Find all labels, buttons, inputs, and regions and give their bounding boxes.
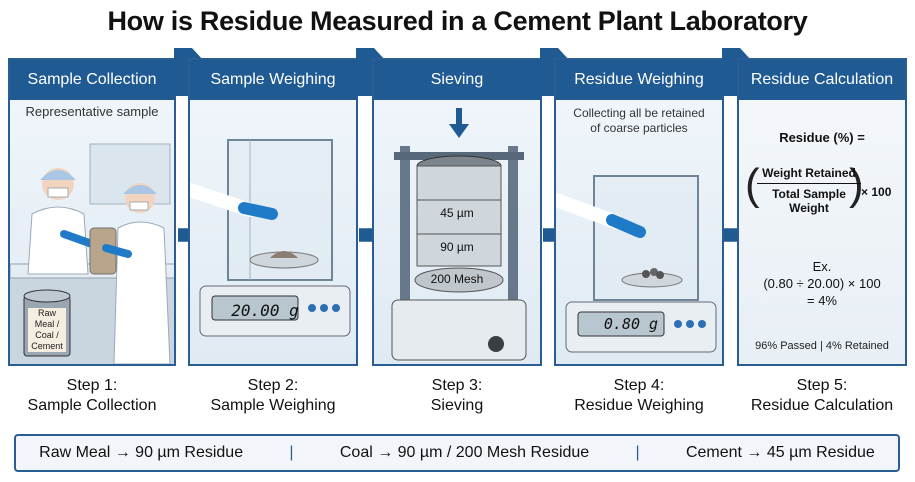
step-2-label: Step 2:Sample Weighing — [210, 377, 336, 414]
step-3-label: Step 3:Sieving — [430, 377, 484, 414]
residue-summary-bar: Raw Meal → 90 µm Residue | Coal → 90 µm … — [14, 434, 900, 472]
sieve-label-45: 45 µm — [440, 206, 474, 220]
example-label: Ex. — [812, 259, 832, 274]
formula-paren-right: ) — [849, 160, 864, 209]
panel-residue-calculation: Residue Calculation Residue (%) = ( ) We… — [737, 58, 907, 366]
formula-paren-left: ( — [745, 160, 760, 209]
page-title: How is Residue Measured in a Cement Plan… — [107, 6, 808, 36]
formula-denominator: Total Sample Weight — [772, 187, 846, 215]
analytical-balance-illustration — [190, 139, 351, 337]
panel-sample-collection: Sample Collection Representative sample … — [8, 58, 176, 366]
jar-label: Raw Meal / Coal / Cement — [28, 308, 66, 352]
summary-coal: Coal → 90 µm / 200 Mesh Residue — [339, 444, 590, 461]
panel-header: Sample Weighing — [190, 60, 356, 100]
balance-display: 0.80 g — [603, 315, 659, 333]
panel-header: Residue Weighing — [556, 60, 722, 100]
example-expression: (0.80 ÷ 20.00) × 100 — [763, 276, 881, 291]
example-calculation: Ex. (0.80 ÷ 20.00) × 100 = 4% — [739, 258, 905, 309]
step-4-label: Step 4:Residue Weighing — [574, 377, 704, 414]
analytical-balance-illustration — [556, 175, 717, 353]
sieve-label-90: 90 µm — [440, 240, 474, 254]
summary-raw-meal: Raw Meal → 90 µm Residue — [39, 444, 244, 461]
formula-fraction: Weight Retained Total Sample Weight — [757, 166, 861, 215]
fraction-bar — [757, 183, 861, 184]
panel-residue-weighing: Residue Weighing Collecting all be retai… — [554, 58, 724, 366]
sieve-label-200mesh: 200 Mesh — [430, 272, 484, 286]
panel-sieving: Sieving 45 µm 90 µm 200 Mesh — [372, 58, 542, 366]
panel-sample-weighing: Sample Weighing 20.00 g — [188, 58, 358, 366]
panel-header: Sample Collection — [10, 60, 174, 100]
example-result: = 4% — [807, 293, 837, 308]
formula-multiplier: × 100 — [861, 185, 892, 199]
summary-cement: Cement → 45 µm Residue — [685, 444, 875, 461]
panel-subtitle-line1: Collecting all be retained — [573, 106, 705, 120]
panel-header: Residue Calculation — [739, 60, 905, 100]
step-1-label: Step 1:Sample Collection — [27, 377, 157, 414]
panel-header: Sieving — [374, 60, 540, 100]
step-5-label: Step 5:Residue Calculation — [750, 377, 894, 414]
panel-subtitle-line2: of coarse particles — [590, 121, 688, 135]
summary-separator: | — [289, 444, 294, 461]
formula-numerator: Weight Retained — [762, 166, 856, 180]
panel-subtitle: Representative sample — [25, 104, 159, 119]
summary-separator: | — [635, 444, 640, 461]
pass-retain-summary: 96% Passed | 4% Retained — [755, 340, 889, 352]
balance-display: 20.00 g — [231, 301, 299, 320]
formula-title: Residue (%) = — [779, 130, 865, 145]
sieve-shaker-illustration — [391, 108, 527, 361]
